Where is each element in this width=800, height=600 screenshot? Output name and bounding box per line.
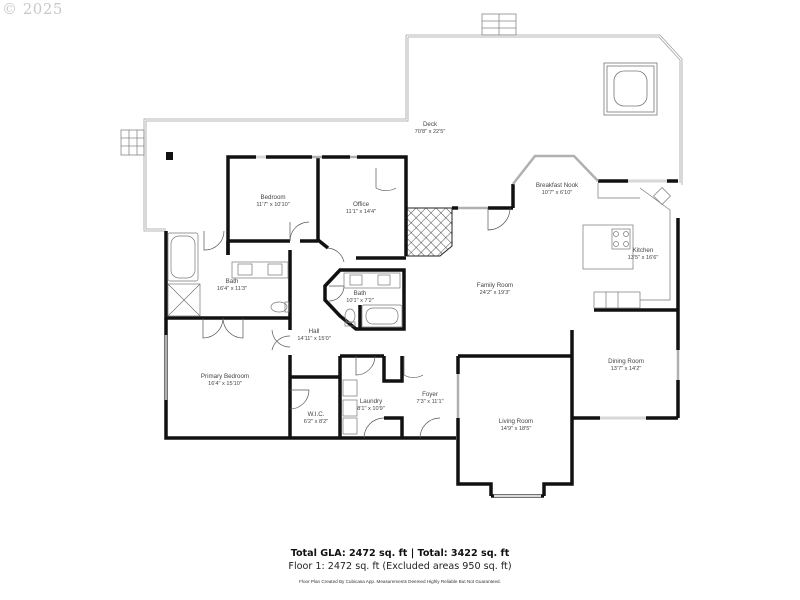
hot-tub <box>603 62 658 116</box>
room-bath-hall: Bath 10'1" x 7'2" <box>346 290 374 304</box>
room-kitchen: Kitchen 13'5" x 16'6" <box>628 247 659 261</box>
room-deck: Deck 70'8" x 22'5" <box>415 121 446 135</box>
room-bath-primary: Bath 16'4" x 11'3" <box>217 278 247 292</box>
svg-text:Bath: Bath <box>354 290 367 297</box>
room-dining-room: Dining Room 13'7" x 14'2" <box>608 358 644 372</box>
svg-text:Laundry: Laundry <box>360 398 383 405</box>
svg-text:Deck: Deck <box>423 121 438 128</box>
room-hall: Hall 14'11" x 15'0" <box>297 328 330 342</box>
svg-text:W.I.C.: W.I.C. <box>308 411 325 418</box>
svg-text:Primary Bedroom: Primary Bedroom <box>201 373 249 380</box>
svg-text:Breakfast Nook: Breakfast Nook <box>536 182 579 189</box>
svg-text:8'1" x 10'9": 8'1" x 10'9" <box>357 406 385 412</box>
room-living-room: Living Room 14'9" x 18'5" <box>499 418 533 432</box>
svg-text:13'7" x 14'2": 13'7" x 14'2" <box>611 366 642 372</box>
svg-text:10'7" x 6'10": 10'7" x 6'10" <box>542 190 573 196</box>
room-breakfast-nook: Breakfast Nook 10'7" x 6'10" <box>536 182 579 196</box>
svg-text:Hall: Hall <box>309 328 320 335</box>
svg-text:14'9" x 18'5": 14'9" x 18'5" <box>501 426 532 432</box>
svg-text:70'8" x 22'5": 70'8" x 22'5" <box>415 129 446 135</box>
svg-text:Family Room: Family Room <box>477 282 513 289</box>
svg-text:Living Room: Living Room <box>499 418 533 425</box>
room-primary-bedroom: Primary Bedroom 16'4" x 15'10" <box>201 373 249 387</box>
room-labels: Deck 70'8" x 22'5" Bedroom 11'7" x 10'10… <box>201 121 658 432</box>
room-family-room: Family Room 24'2" x 19'3" <box>477 282 513 296</box>
svg-text:Bedroom: Bedroom <box>260 194 285 201</box>
left-stairs <box>120 129 145 156</box>
floor-area: Floor 1: 2472 sq. ft (Excluded areas 950… <box>288 561 512 572</box>
copyright-watermark: © 2025 <box>2 0 63 18</box>
room-foyer: Foyer 7'3" x 11'1" <box>416 391 443 405</box>
svg-text:11'7" x 10'10": 11'7" x 10'10" <box>256 202 289 208</box>
svg-text:Kitchen: Kitchen <box>633 247 654 254</box>
top-stairs <box>481 13 517 36</box>
svg-text:13'5" x 16'6": 13'5" x 16'6" <box>628 255 659 261</box>
svg-text:7'3" x 11'1": 7'3" x 11'1" <box>416 399 443 405</box>
svg-text:Office: Office <box>353 201 370 208</box>
svg-text:24'2" x 19'3": 24'2" x 19'3" <box>480 290 511 296</box>
svg-text:6'2" x 8'2": 6'2" x 8'2" <box>304 419 328 425</box>
fixtures <box>167 183 671 435</box>
svg-text:Dining Room: Dining Room <box>608 358 644 365</box>
svg-text:11'1" x 14'4": 11'1" x 14'4" <box>346 209 376 215</box>
svg-text:10'1" x 7'2": 10'1" x 7'2" <box>346 298 374 304</box>
svg-text:Bath: Bath <box>226 278 239 285</box>
room-wic: W.I.C. 6'2" x 8'2" <box>304 411 328 425</box>
room-office: Office 11'1" x 14'4" <box>346 201 376 215</box>
svg-text:16'4" x 11'3": 16'4" x 11'3" <box>217 286 247 292</box>
deck-post <box>166 152 173 160</box>
svg-text:Foyer: Foyer <box>422 391 438 398</box>
deck-outline <box>143 34 683 232</box>
svg-text:14'11" x 15'0": 14'11" x 15'0" <box>297 336 330 342</box>
svg-text:16'4" x 15'10": 16'4" x 15'10" <box>208 381 242 387</box>
disclaimer-note: Floor Plan Created By Cubicasa App. Meas… <box>299 579 501 584</box>
total-area: Total GLA: 2472 sq. ft | Total: 3422 sq.… <box>290 548 510 559</box>
room-bedroom: Bedroom 11'7" x 10'10" <box>256 194 289 208</box>
room-laundry: Laundry 8'1" x 10'9" <box>357 398 385 412</box>
